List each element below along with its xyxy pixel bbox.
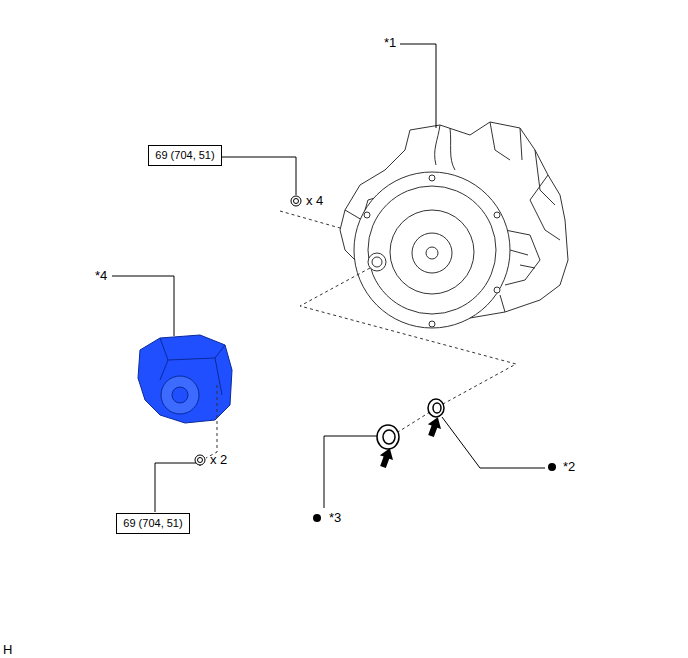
callout-label: *1: [384, 36, 396, 50]
shaft-hole-inner: [372, 257, 382, 267]
oil-seal: [377, 399, 444, 449]
bolt-symbol: [195, 196, 301, 465]
bolt-hole: [494, 287, 500, 293]
oil-seal: [377, 425, 399, 449]
torque-spec-box: 69 (704, 51): [116, 513, 190, 534]
bell-housing-ring: [368, 186, 496, 314]
callout-label: *4: [95, 269, 107, 283]
transaxle-drawing: [340, 122, 568, 328]
converter-hub: [412, 233, 452, 273]
callout-label: x 4: [306, 194, 323, 208]
callout-label: *3: [329, 511, 341, 525]
bolt-hole: [494, 212, 500, 218]
bolt-hole: [429, 321, 435, 327]
bolt-hole: [429, 175, 435, 181]
callout-label: x 2: [210, 453, 227, 467]
motor-flange: [161, 376, 199, 414]
replace-mark: [313, 514, 321, 522]
callout-label: *2: [563, 460, 575, 474]
motor-shaft: [172, 387, 188, 403]
replace-mark: [548, 463, 556, 471]
leader-line: [112, 276, 174, 336]
leader-line: [155, 463, 200, 512]
install-arrow: [424, 415, 444, 439]
assembly-line: [280, 211, 340, 228]
motor-drawing: [138, 335, 232, 423]
motor-housing: [138, 335, 232, 423]
leader-line: [222, 157, 296, 195]
assembly-line: [398, 412, 430, 432]
leader-line: [112, 44, 545, 512]
bolt-thread: [198, 458, 203, 463]
install-arrow: [376, 415, 444, 470]
bolt-symbol: [195, 455, 205, 465]
torque-spec-box: 69 (704, 51): [148, 145, 222, 166]
assembly-line: [206, 211, 516, 458]
shaft-hole: [368, 253, 386, 271]
assembly-line: [300, 268, 516, 404]
torque-value: 69 (704, 51): [123, 517, 183, 530]
bolt-symbol: [291, 196, 301, 206]
input-shaft: [426, 247, 438, 259]
oil-seal-lip: [383, 430, 395, 444]
converter-ring: [390, 210, 474, 294]
assembly-line: [206, 385, 217, 458]
bell-housing: [354, 172, 510, 328]
leader-line: [400, 44, 436, 128]
oil-seal: [428, 399, 444, 417]
bolt-hole: [364, 212, 370, 218]
figure-code: H: [3, 643, 12, 657]
torque-value: 69 (704, 51): [155, 149, 215, 162]
oil-seal-lip: [433, 403, 441, 413]
leader-line: [324, 436, 378, 508]
install-arrow: [376, 446, 396, 470]
bolt-thread: [294, 199, 299, 204]
leader-line: [442, 417, 545, 468]
